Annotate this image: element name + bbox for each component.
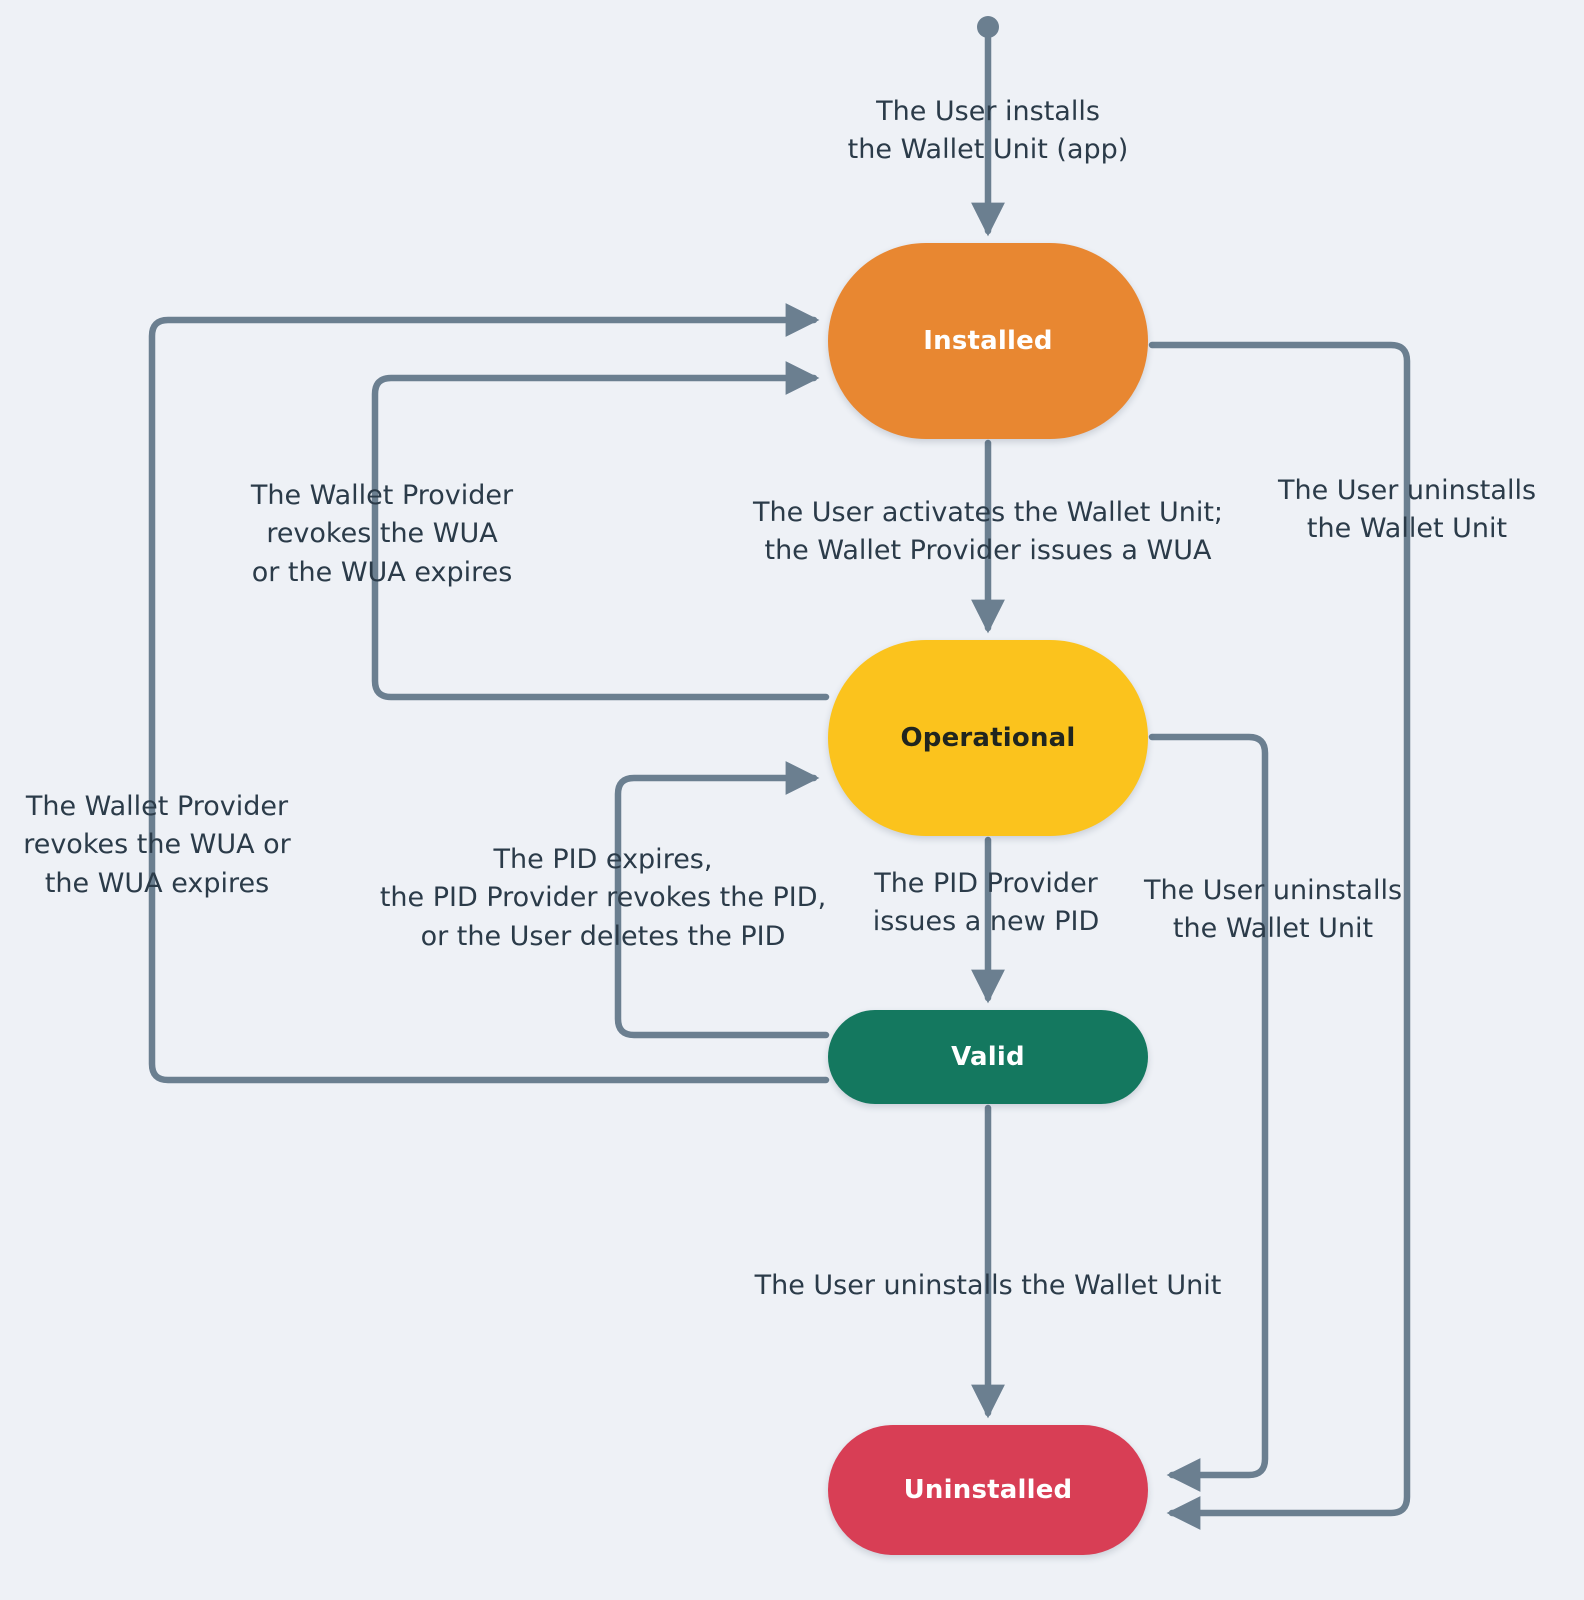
edge-label-operational-to-installed: The Wallet Provider revokes the WUA or t… [250,480,514,588]
state-node-uninstalled-label: Uninstalled [903,1475,1073,1505]
edge-label-valid-to-operational: The PID expires, the PID Provider revoke… [379,844,827,952]
edge-label-operational-to-valid: The PID Provider issues a new PID [872,868,1100,938]
state-node-uninstalled[interactable]: Uninstalled [828,1425,1148,1555]
state-node-installed[interactable]: Installed [828,243,1148,439]
edge-label-valid-to-uninstalled: The User uninstalls the Wallet Unit [754,1270,1222,1301]
state-node-installed-label: Installed [923,326,1053,356]
state-node-operational-label: Operational [900,723,1076,753]
edge-operational-to-installed [371,361,830,701]
edge-label-valid-to-installed: The Wallet Provider revokes the WUA or t… [23,791,291,899]
edge-label-operational-to-uninstalled: The User uninstalls the Wallet Unit [1143,875,1403,945]
edge-label-installed-to-operational: The User activates the Wallet Unit; the … [752,497,1224,567]
edge-installed-to-uninstalled [1148,341,1411,1530]
edge-valid-to-installed [148,303,830,1084]
edge-label-start-to-installed: The User installs the Wallet Unit (app) [847,96,1129,166]
state-node-valid-label: Valid [951,1042,1025,1072]
edge-label-installed-to-uninstalled: The User uninstalls the Wallet Unit [1277,475,1537,545]
state-node-valid[interactable]: Valid [828,1010,1148,1104]
edge-valid-to-operational [614,761,830,1039]
state-node-operational[interactable]: Operational [828,640,1148,836]
start-node [977,16,999,38]
edge-operational-to-uninstalled [1148,733,1269,1492]
